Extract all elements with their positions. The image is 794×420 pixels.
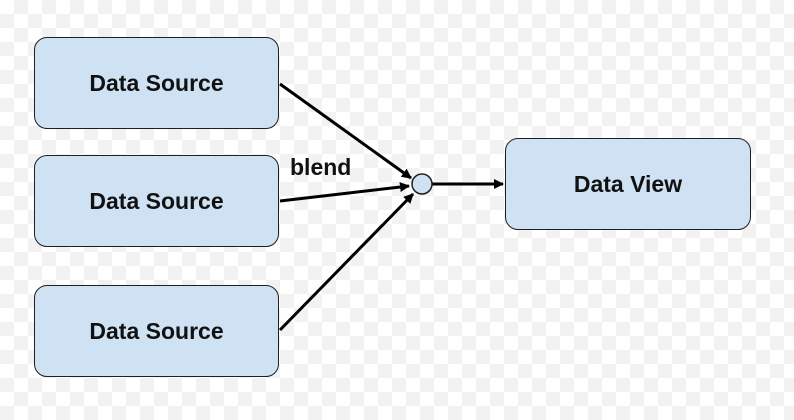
connector-source-1-to-junction bbox=[279, 82, 412, 180]
data-view-label: Data View bbox=[573, 170, 683, 197]
blend-junction bbox=[411, 173, 433, 195]
data-view-node[interactable]: Data View bbox=[505, 138, 751, 230]
connector-source-3-to-junction bbox=[278, 192, 415, 332]
data-source-node-3[interactable]: Data Source bbox=[34, 285, 279, 377]
data-source-node-2[interactable]: Data Source bbox=[34, 155, 279, 247]
data-source-label-3: Data Source bbox=[89, 317, 224, 344]
blend-edge-label: blend bbox=[290, 154, 352, 180]
data-source-node-1[interactable]: Data Source bbox=[34, 37, 279, 129]
data-source-label-1: Data Source bbox=[89, 69, 224, 96]
data-source-label-2: Data Source bbox=[89, 187, 224, 214]
connector-source-2-to-junction bbox=[279, 182, 410, 203]
